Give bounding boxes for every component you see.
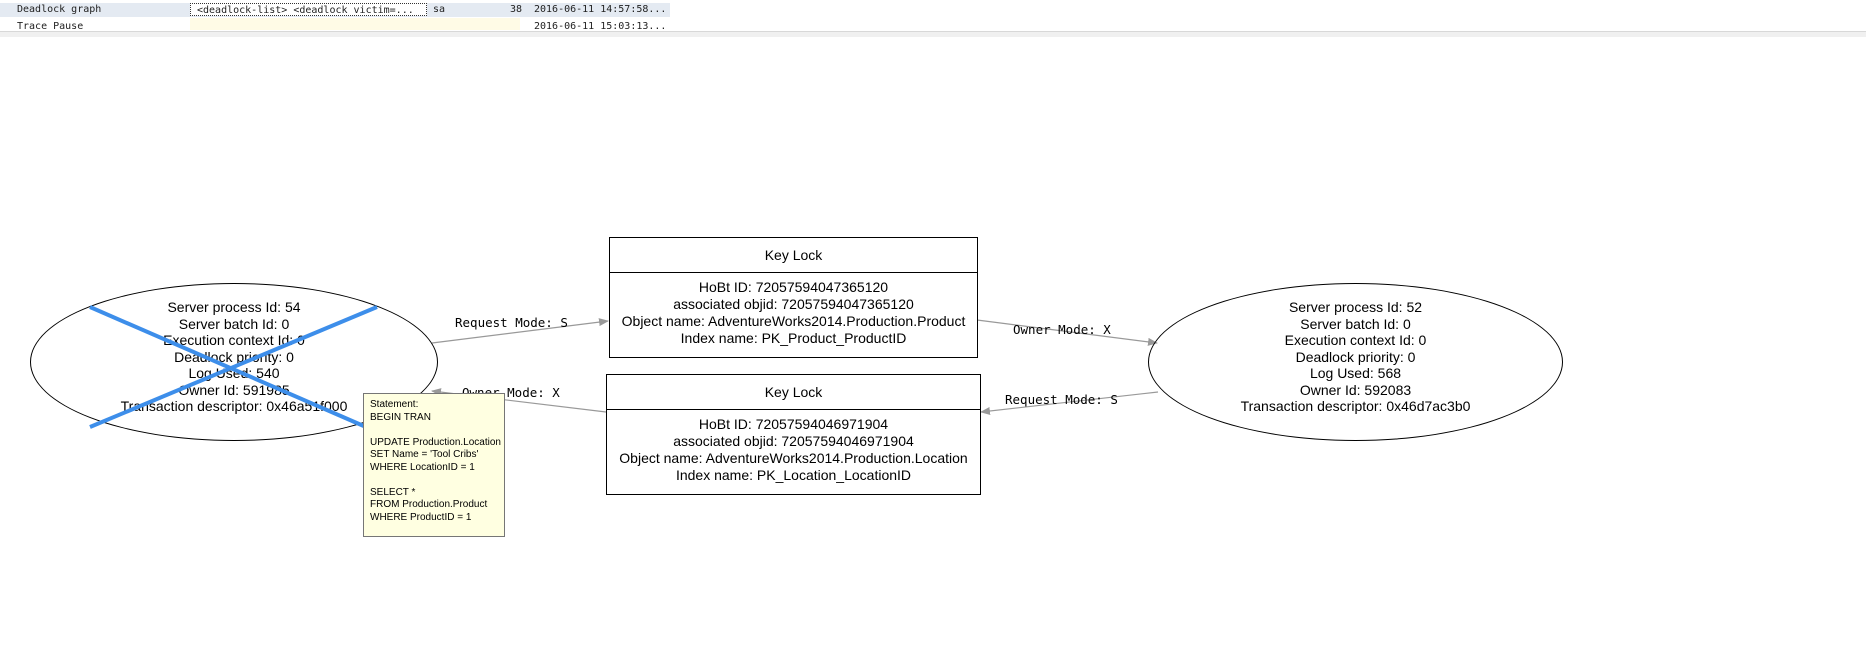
event-class-cell: Trace Pause — [17, 21, 84, 30]
detail-line: associated objid: 72057594046971904 — [673, 433, 914, 449]
trace-row-trace-pause[interactable]: Trace Pause 2016-06-11 15:03:13... — [0, 18, 670, 30]
start-time-cell: 2016-06-11 14:57:58... — [534, 4, 667, 15]
detail-line: Transaction descriptor: 0x46a51f000 — [120, 398, 348, 414]
detail-line: Index name: PK_Location_LocationID — [675, 467, 912, 483]
other-process-node[interactable]: Server process Id: 52 Server batch Id: 0… — [1148, 283, 1563, 441]
trace-events-grid: Deadlock graph <deadlock-list> <deadlock… — [0, 0, 1866, 37]
key-lock-product-node[interactable]: Key Lock HoBt ID: 72057594047365120 asso… — [609, 237, 978, 358]
detail-line: Transaction descriptor: 0x46d7ac3b0 — [1240, 398, 1471, 414]
login-cell: sa — [433, 4, 446, 15]
detail-line: Owner Id: 591985 — [178, 381, 290, 398]
edge-top-owner — [976, 319, 1158, 346]
detail-line: Execution context Id: 0 — [1284, 332, 1427, 348]
lock-title: Key Lock — [610, 238, 977, 273]
edge-label-top-owner: Owner Mode: X — [1013, 322, 1111, 337]
edge-label-right-request: Request Mode: S — [1005, 392, 1118, 407]
spid-cell: 38 — [509, 4, 522, 15]
lock-details: HoBt ID: 72057594047365120 associated ob… — [610, 273, 977, 347]
event-class-cell: Deadlock graph — [17, 4, 102, 15]
trace-row-deadlock-graph[interactable]: Deadlock graph <deadlock-list> <deadlock… — [0, 3, 670, 17]
detail-line: Deadlock priority: 0 — [1295, 348, 1416, 365]
detail-line: Server process Id: 54 — [167, 299, 301, 315]
detail-line: Owner Id: 592083 — [1299, 381, 1412, 398]
detail-line: Execution context Id: 0 — [163, 332, 305, 348]
detail-line: Object name: AdventureWorks2014.Producti… — [621, 313, 966, 329]
start-time-cell: 2016-06-11 15:03:13... — [534, 21, 667, 30]
detail-line: HoBt ID: 72057594046971904 — [698, 416, 889, 432]
detail-line: Object name: AdventureWorks2014.Producti… — [619, 450, 968, 466]
edge-right-request — [980, 391, 1159, 415]
detail-line: HoBt ID: 72057594047365120 — [698, 279, 889, 295]
edge-label-left-request: Request Mode: S — [455, 315, 568, 330]
detail-line: Server batch Id: 0 — [178, 315, 290, 332]
splitter[interactable] — [0, 31, 1866, 37]
edge-left-request — [431, 318, 609, 344]
text-data-cell — [190, 18, 520, 30]
detail-line: associated objid: 72057594047365120 — [673, 296, 914, 312]
statement-tooltip: Statement: BEGIN TRAN UPDATE Production.… — [363, 393, 505, 537]
detail-line: Server batch Id: 0 — [1300, 315, 1411, 332]
other-process-details: Server process Id: 52 Server batch Id: 0… — [1149, 299, 1562, 415]
lock-details: HoBt ID: 72057594046971904 associated ob… — [607, 410, 980, 484]
key-lock-location-node[interactable]: Key Lock HoBt ID: 72057594046971904 asso… — [606, 374, 981, 495]
text-data-cell[interactable]: <deadlock-list> <deadlock victim=... — [190, 3, 427, 16]
detail-line: Log Used: 568 — [1309, 365, 1402, 381]
detail-line: Server process Id: 52 — [1288, 299, 1423, 315]
detail-line: Index name: PK_Product_ProductID — [680, 330, 907, 346]
lock-title: Key Lock — [607, 375, 980, 410]
